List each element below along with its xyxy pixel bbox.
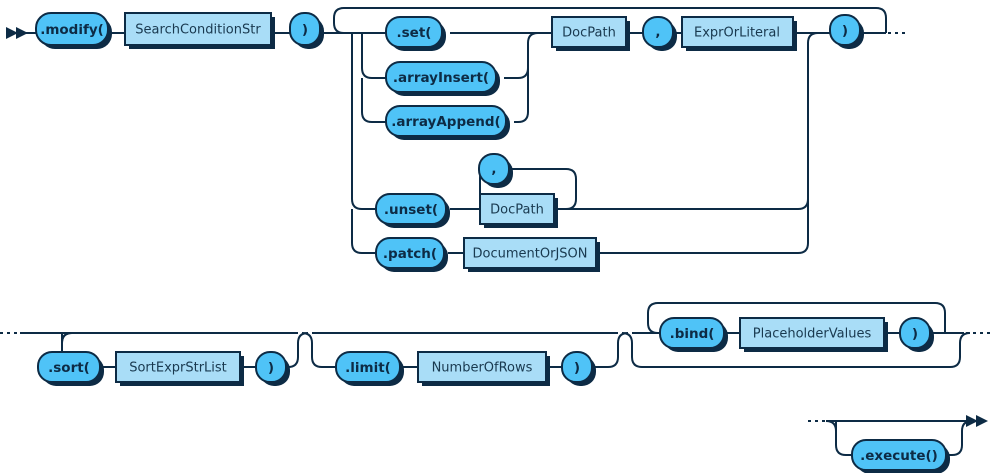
node-sort[interactable]: .sort( <box>37 351 104 386</box>
node-modify-label: .modify( <box>40 22 104 38</box>
node-close-paren-2[interactable]: ) <box>829 14 864 49</box>
node-docpath-2-label: DocPath <box>490 203 544 218</box>
node-close-paren-4-label: ) <box>574 360 580 376</box>
rail-execute-in <box>835 421 852 456</box>
rail-limit-drop <box>311 343 336 368</box>
rail-spine-top-group-2 <box>361 78 386 123</box>
node-sortexprstrlist-label: SortExprStrList <box>129 361 227 376</box>
node-close-paren-1-label: ) <box>302 22 308 38</box>
rail-bind-bypass <box>631 332 971 368</box>
node-unset-label: .unset( <box>384 202 438 218</box>
node-modify[interactable]: .modify( <box>35 12 112 49</box>
end-arrow-icon <box>966 415 978 427</box>
rail-bind-in <box>621 332 633 344</box>
rail-bind-loop-top <box>647 302 946 334</box>
node-searchconditionstr-label: SearchConditionStr <box>135 23 261 38</box>
row-1-rails <box>6 7 905 254</box>
node-limit[interactable]: .limit( <box>335 351 404 386</box>
rail-docjson-out <box>596 199 809 254</box>
node-sortexprstrlist[interactable]: SortExprStrList <box>115 351 244 386</box>
rail-docpath2-out <box>556 32 830 210</box>
node-documentorjson-label: DocumentOrJSON <box>473 247 588 262</box>
node-bind-label: .bind( <box>670 326 715 342</box>
node-numberofrows-label: NumberOfRows <box>432 361 533 376</box>
node-comma-2-label: , <box>491 161 496 177</box>
rail-limit-in <box>301 332 313 344</box>
start-arrow-icon <box>6 27 18 39</box>
node-comma-2[interactable]: , <box>478 153 513 188</box>
node-close-paren-5-label: ) <box>912 326 918 342</box>
node-arrayinsert[interactable]: .arrayInsert( <box>385 61 500 96</box>
node-numberofrows[interactable]: NumberOfRows <box>417 351 550 386</box>
node-docpath-1[interactable]: DocPath <box>551 16 630 51</box>
node-patch-label: .patch( <box>383 246 437 262</box>
rail-spine-patch <box>351 209 376 254</box>
node-close-paren-5[interactable]: ) <box>899 317 934 352</box>
node-arrayappend[interactable]: .arrayAppend( <box>385 105 510 140</box>
rail-limit-exit <box>590 332 629 368</box>
rail-arrayappend-out <box>514 43 529 123</box>
node-bind[interactable]: .bind( <box>659 317 728 352</box>
node-placeholdervalues-label: PlaceholderValues <box>753 327 872 342</box>
rail-spine-unset <box>351 33 376 210</box>
node-sort-label: .sort( <box>48 360 90 376</box>
node-close-paren-3-label: ) <box>268 360 274 376</box>
node-placeholdervalues[interactable]: PlaceholderValues <box>739 317 888 352</box>
rail-spine-top-group <box>361 33 386 79</box>
node-execute-label: .execute() <box>860 448 938 464</box>
node-arrayappend-label: .arrayAppend( <box>391 114 500 130</box>
row-3-rails <box>808 415 988 456</box>
rail-sort-exit <box>284 332 309 368</box>
rail-outer-loop-back <box>333 7 887 34</box>
node-comma-1-label: , <box>655 24 660 40</box>
node-close-paren-2-label: ) <box>842 23 848 39</box>
node-execute[interactable]: .execute() <box>851 439 950 473</box>
node-close-paren-1[interactable]: ) <box>289 12 324 49</box>
node-unset[interactable]: .unset( <box>375 193 450 228</box>
node-set[interactable]: .set( <box>385 16 446 51</box>
rail-execute-in-curve <box>825 420 837 432</box>
node-docpath-2[interactable]: DocPath <box>479 193 558 228</box>
node-exprorliteral[interactable]: ExprOrLiteral <box>681 16 797 51</box>
node-close-paren-3[interactable]: ) <box>255 351 290 386</box>
start-arrow-icon-2 <box>16 27 28 39</box>
node-searchconditionstr[interactable]: SearchConditionStr <box>124 12 275 49</box>
node-arrayinsert-label: .arrayInsert( <box>393 70 489 86</box>
node-close-paren-4[interactable]: ) <box>561 351 596 386</box>
node-comma-1[interactable]: , <box>642 16 677 51</box>
node-docpath-1-label: DocPath <box>562 26 616 41</box>
node-documentorjson[interactable]: DocumentOrJSON <box>463 237 600 272</box>
node-patch[interactable]: .patch( <box>375 237 448 272</box>
end-arrow-icon-2 <box>976 415 988 427</box>
node-limit-label: .limit( <box>345 360 391 376</box>
rail-execute-out <box>946 420 973 456</box>
node-set-label: .set( <box>397 25 432 41</box>
rail-arrayinsert-out <box>504 32 539 79</box>
node-exprorliteral-label: ExprOrLiteral <box>694 26 780 41</box>
